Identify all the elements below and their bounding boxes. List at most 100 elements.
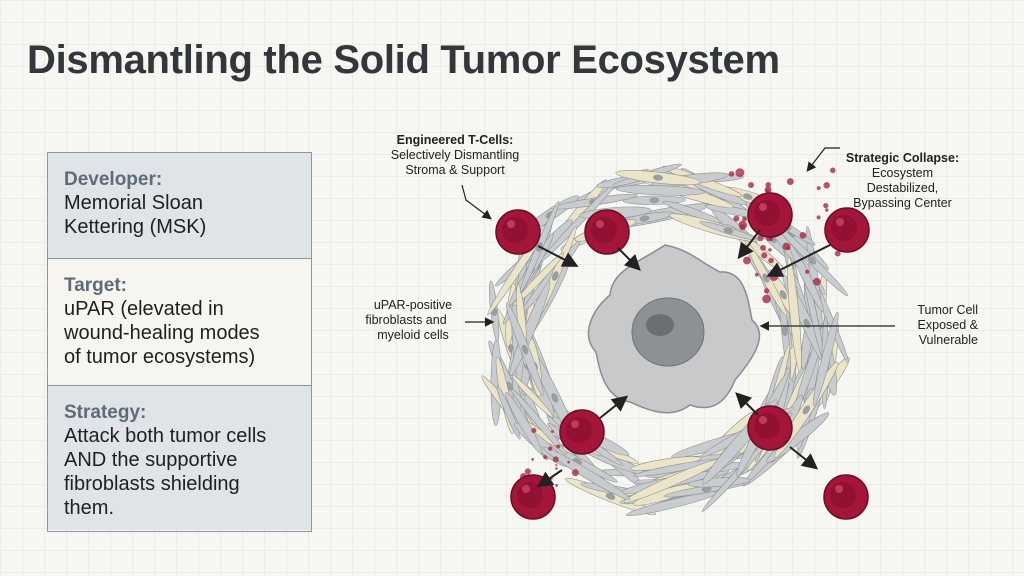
debris <box>799 232 807 239</box>
debris <box>786 178 794 185</box>
strategy-value: AND the supportive <box>64 449 238 471</box>
fiber-nucleus <box>781 326 788 337</box>
debris <box>812 277 821 286</box>
debris <box>761 252 768 259</box>
fiber-nucleus <box>649 197 660 204</box>
strategy-value: fibroblasts shielding <box>64 473 240 495</box>
debris <box>748 182 755 188</box>
tumor-annotation-line: Vulnerable <box>918 333 978 347</box>
debris <box>763 288 770 294</box>
debris <box>567 460 570 464</box>
debris <box>765 188 770 193</box>
collapse-annotation-line: Destabilized, <box>866 181 939 195</box>
fiber <box>511 374 554 418</box>
fiber-nucleus <box>605 493 616 500</box>
fiber-nucleus <box>742 193 753 200</box>
debris <box>728 171 735 177</box>
fiber <box>510 388 567 456</box>
fiber-nucleus <box>723 227 734 234</box>
fibroblast-annotation: uPAR-positive fibroblasts and myeloid ce… <box>358 298 468 343</box>
t-cell <box>510 474 556 520</box>
debris <box>765 182 772 188</box>
arrows <box>536 229 831 488</box>
debris <box>548 446 553 451</box>
t-cell <box>495 209 541 255</box>
target-label: Target: <box>64 275 127 296</box>
t-cell <box>584 209 630 255</box>
strategy-value: Attack both tumor cells <box>64 425 267 447</box>
debris <box>768 257 774 264</box>
debris <box>816 215 821 220</box>
debris <box>786 245 791 250</box>
debris <box>834 250 841 257</box>
page-title: Dismantling the Solid Tumor Ecosystem <box>27 38 780 82</box>
debris <box>762 294 771 304</box>
debris <box>571 469 579 477</box>
tcells-annotation: Engineered T-Cells: Selectively Dismantl… <box>365 133 545 178</box>
debris <box>543 455 548 460</box>
fibroblast-annotation-line: fibroblasts and <box>365 313 447 327</box>
fibroblast-annotation-line: uPAR-positive <box>373 298 453 312</box>
fiber-nucleus <box>639 215 650 222</box>
t-cells <box>495 192 870 520</box>
debris <box>760 244 767 251</box>
fiber-nucleus <box>653 174 663 181</box>
tumor-annotation-line: Exposed & <box>917 318 978 332</box>
tcells-annotation-line: Stroma & Support <box>405 163 505 177</box>
strategy-section: Strategy: Attack both tumor cells AND th… <box>48 386 311 530</box>
fiber-nucleus <box>779 290 787 300</box>
fiber <box>812 311 839 407</box>
debris <box>552 456 559 463</box>
tumor-annotation-line: Tumor Cell <box>917 303 978 317</box>
tumor-annotation: Tumor Cell Exposed & Vulnerable <box>898 303 978 348</box>
target-value: of tumor ecosystems) <box>64 346 256 368</box>
debris <box>829 167 836 174</box>
developer-value: Memorial Sloan <box>64 192 203 214</box>
developer-label: Developer: <box>64 169 163 190</box>
collapse-annotation: Strategic Collapse: Ecosystem Destabiliz… <box>830 151 975 211</box>
debris <box>555 467 558 470</box>
debris <box>555 464 558 467</box>
fiber <box>505 392 543 455</box>
t-cell <box>824 207 870 253</box>
collapse-annotation-title: Strategic Collapse: <box>845 151 960 165</box>
debris <box>757 234 764 242</box>
debris <box>816 186 821 191</box>
fiber-nucleus <box>807 256 817 265</box>
t-cell <box>747 192 793 238</box>
fiber <box>615 185 705 196</box>
tcells-annotation-title: Engineered T-Cells: <box>396 133 514 147</box>
fibroblast-annotation-line: myeloid cells <box>377 328 449 342</box>
debris <box>739 224 746 231</box>
debris <box>555 483 559 487</box>
debris <box>556 444 561 449</box>
strategy-label: Strategy: <box>64 402 147 423</box>
callout-lines <box>461 147 895 331</box>
debris <box>805 269 810 274</box>
debris <box>743 256 751 265</box>
debris <box>742 216 747 222</box>
t-cell <box>823 474 869 520</box>
debris <box>823 202 829 209</box>
info-panel: Developer: Memorial Sloan Kettering (MSK… <box>47 152 312 532</box>
fiber-nucleus <box>551 393 559 403</box>
target-value: wound-healing modes <box>64 322 260 344</box>
debris <box>768 248 772 252</box>
debris <box>754 272 759 277</box>
fiber-nucleus <box>521 344 529 355</box>
fiber-nucleus <box>551 271 559 281</box>
tumor-ecosystem-illustration <box>461 147 895 520</box>
developer-value: Kettering (MSK) <box>64 216 207 238</box>
fiber-nucleus <box>701 486 712 493</box>
target-value: uPAR (elevated in <box>64 298 224 320</box>
tcells-annotation-line: Selectively Dismantling <box>390 148 520 162</box>
fiber <box>787 256 802 372</box>
debris <box>551 430 554 433</box>
debris <box>531 427 537 434</box>
developer-section: Developer: Memorial Sloan Kettering (MSK… <box>48 153 311 259</box>
fiber-nucleus <box>802 405 811 415</box>
debris <box>735 168 745 178</box>
collapse-annotation-line: Ecosystem <box>871 166 934 180</box>
debris <box>524 468 531 475</box>
debris <box>733 215 740 222</box>
